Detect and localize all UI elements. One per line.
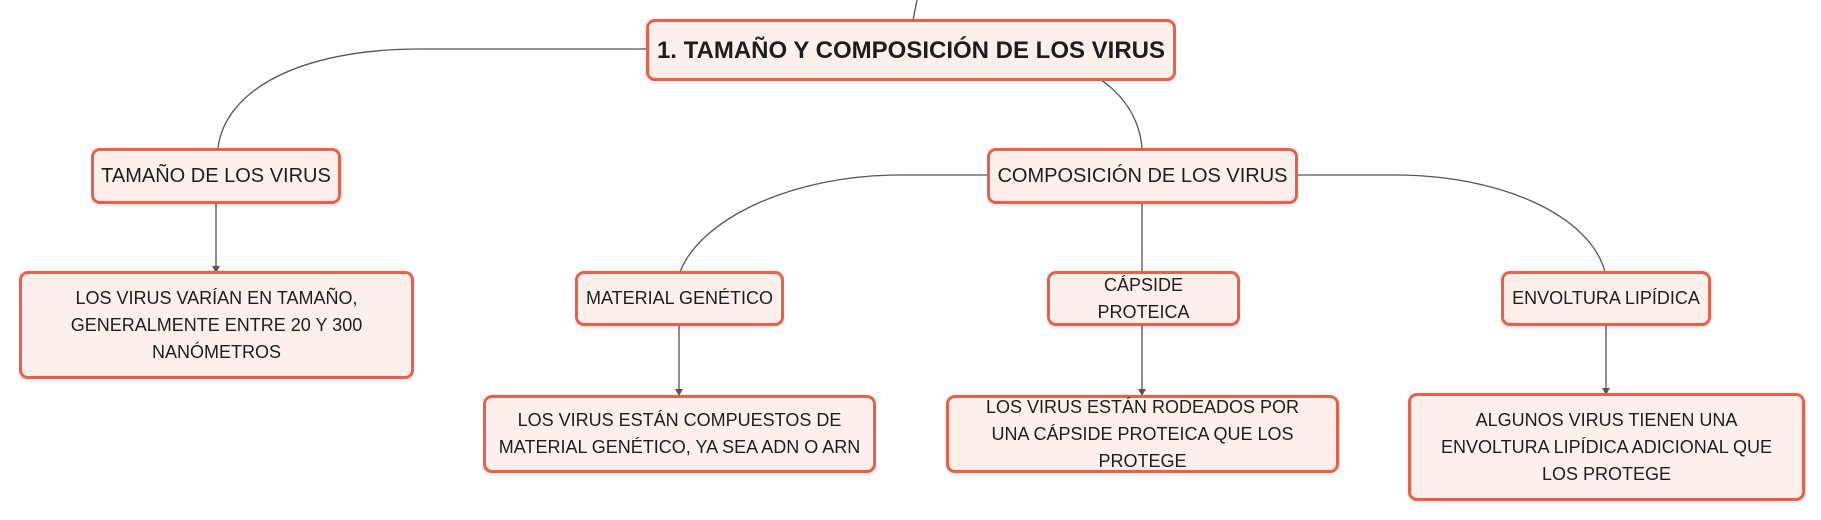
root-node[interactable]: 1. TAMAÑO Y COMPOSICIÓN DE LOS VIRUS (646, 19, 1176, 81)
capsid-detail-node[interactable]: LOS VIRUS ESTÁN RODEADOS POR UNA CÁPSIDE… (946, 395, 1339, 473)
connector-root-size (217, 48, 648, 149)
connector-root-composition (1099, 78, 1143, 149)
size-topic-node[interactable]: TAMAÑO DE LOS VIRUS (91, 148, 341, 204)
connector-composition-genetic (679, 174, 988, 273)
composition-topic-node[interactable]: COMPOSICIÓN DE LOS VIRUS (987, 148, 1298, 204)
connector-root-up (912, 0, 918, 21)
arrowhead-size-detail (212, 266, 220, 273)
size-detail-node[interactable]: LOS VIRUS VARÍAN EN TAMAÑO, GENERALMENTE… (19, 271, 414, 379)
connector-composition-envelope (1296, 174, 1606, 273)
envelope-detail-node[interactable]: ALGUNOS VIRUS TIENEN UNA ENVOLTURA LIPÍD… (1408, 393, 1805, 501)
genetic-detail-node[interactable]: LOS VIRUS ESTÁN COMPUESTOS DE MATERIAL G… (483, 395, 876, 473)
envelope-topic-node[interactable]: ENVOLTURA LIPÍDICA (1501, 271, 1711, 326)
arrowhead-genetic-detail (675, 389, 683, 396)
capsid-topic-node[interactable]: CÁPSIDE PROTEICA (1047, 271, 1240, 326)
genetic-topic-node[interactable]: MATERIAL GENÉTICO (575, 271, 784, 326)
arrowhead-envelope-detail (1602, 388, 1610, 395)
arrowhead-capsid-detail (1138, 389, 1146, 396)
